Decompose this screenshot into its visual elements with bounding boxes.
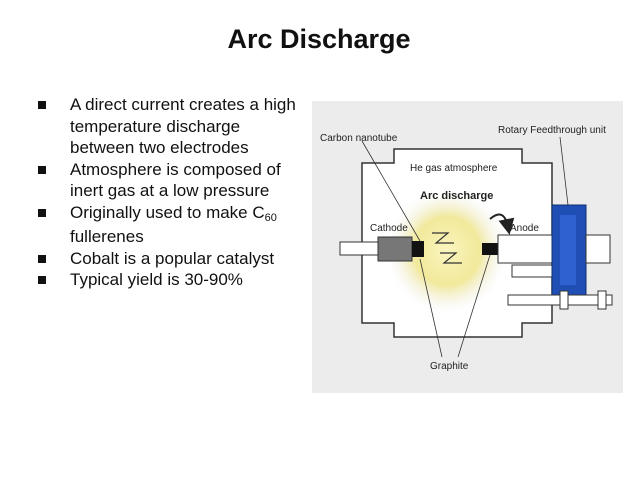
cathode-tip (412, 241, 424, 257)
diagram-svg: Carbon nanotube Rotary Feedthrough unit … (320, 125, 613, 372)
leader-line (419, 258, 443, 358)
label-arc-discharge: Arc discharge (420, 190, 493, 202)
label-carbon-nanotube: Carbon nanotube (320, 133, 398, 144)
label-he-gas: He gas atmosphere (410, 163, 498, 174)
pipe-fitting (559, 290, 569, 310)
label-anode: Anode (510, 223, 539, 234)
bullet-item: Atmosphere is composed of inert gas at a… (38, 159, 303, 202)
bullet-marker (38, 276, 46, 284)
label-graphite: Graphite (430, 361, 469, 372)
bullet-marker (38, 254, 46, 263)
pipe-fitting (597, 290, 607, 310)
bullet-marker (38, 101, 46, 109)
arc-glow (387, 189, 507, 313)
discharge-bolt (432, 232, 454, 244)
rotary-shaft (585, 234, 611, 264)
slide-title: Arc Discharge (227, 24, 411, 54)
bullet-text: Atmosphere is composed of inert gas at a… (70, 159, 281, 201)
leader-line (361, 140, 421, 242)
bullet-item: Cobalt is a popular catalyst (38, 248, 303, 270)
bullet-text-post: fullerenes (70, 227, 144, 246)
bullet-text-pre: Originally used to make C (70, 202, 265, 222)
anode-tip (482, 243, 498, 255)
bullet-text: Cobalt is a popular catalyst (70, 248, 275, 268)
bullet-item: A direct current creates a high temperat… (38, 94, 303, 159)
bullet-text: Typical yield is 30-90% (70, 270, 243, 289)
bullet-subscript: 60 (264, 211, 277, 224)
cathode-rod (339, 241, 381, 256)
label-cathode: Cathode (370, 223, 408, 234)
bullet-marker (38, 165, 46, 174)
anode-rod (497, 234, 559, 264)
bullet-item: Originally used to make C60 fullerenes (38, 202, 303, 248)
rotation-arrow (489, 213, 515, 235)
cathode-holder (377, 236, 413, 262)
bullet-item: Typical yield is 30-90% (38, 269, 303, 291)
bullet-text: A direct current creates a high temperat… (70, 95, 296, 157)
label-rotary-feedthrough: Rotary Feedthrough unit (498, 125, 606, 136)
bullet-list: A direct current creates a high temperat… (38, 94, 303, 291)
rotary-unit-inner (560, 215, 576, 285)
leader-line (457, 254, 491, 358)
bullet-marker (38, 208, 46, 217)
arc-discharge-diagram: Carbon nanotube Rotary Feedthrough unit … (312, 101, 623, 393)
discharge-bolt (440, 252, 462, 264)
leader-line (559, 136, 569, 206)
